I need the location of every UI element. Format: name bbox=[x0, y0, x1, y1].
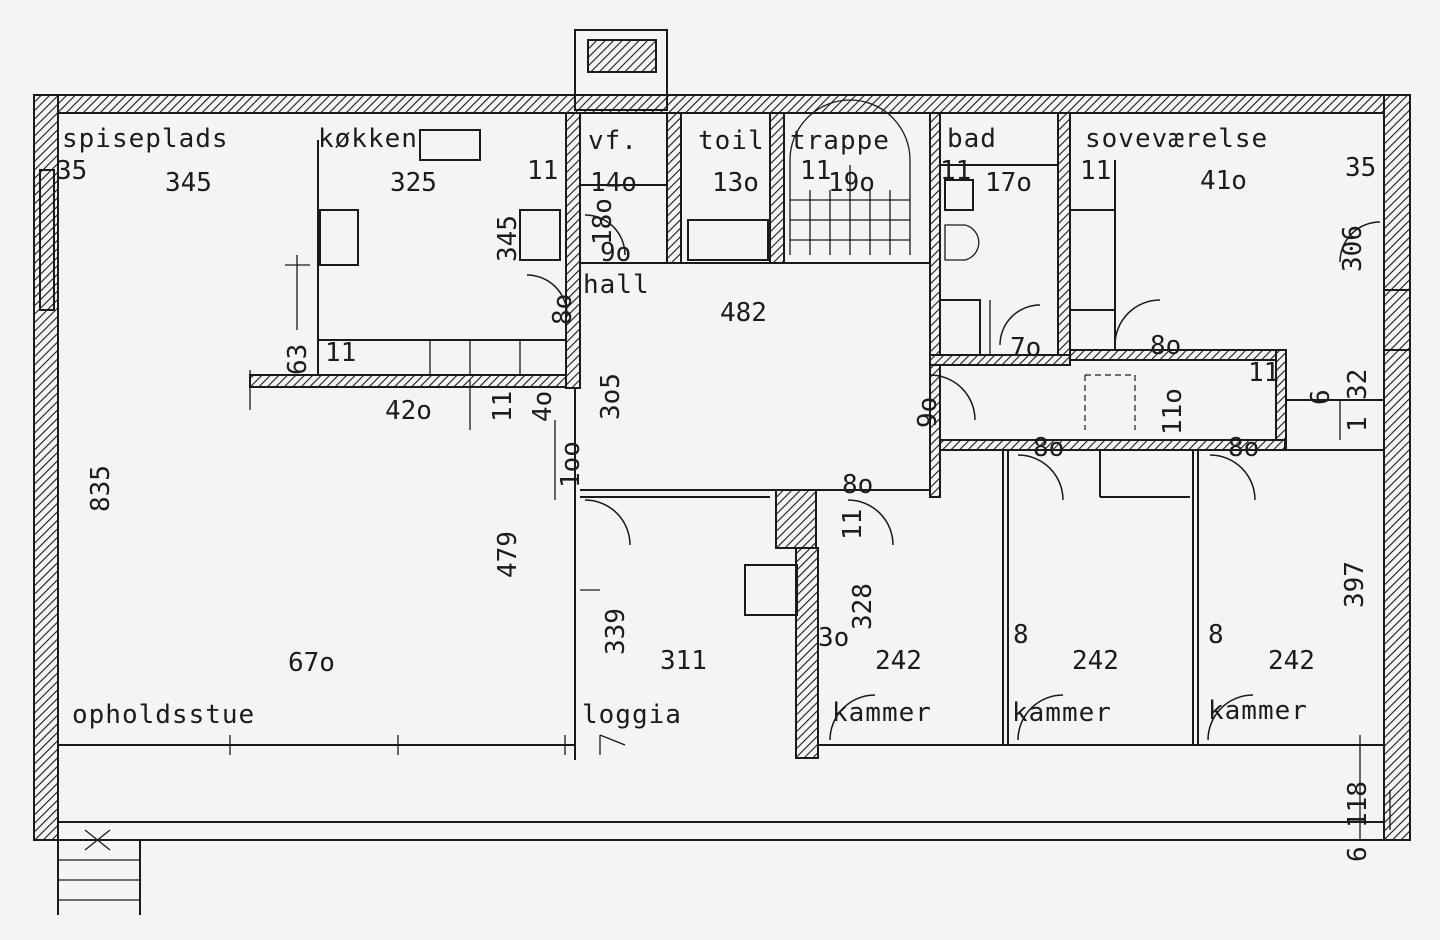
dimension-label: 6 bbox=[1343, 846, 1373, 862]
core-walls bbox=[580, 99, 941, 364]
dimension-label: 8o bbox=[1150, 331, 1182, 361]
kammer-walls bbox=[818, 450, 1384, 746]
dimension-label: 9o bbox=[913, 396, 943, 428]
dimension-label: 6 bbox=[1306, 389, 1336, 405]
front-line bbox=[58, 735, 1361, 840]
dimension-label: 118 bbox=[1343, 781, 1373, 828]
room-label-hall: hall bbox=[583, 270, 650, 300]
dimension-label: 8o bbox=[842, 470, 874, 500]
dimension-label: 63 bbox=[283, 343, 313, 375]
dimension-label: 306 bbox=[1338, 225, 1368, 272]
dimension-label: 8o bbox=[548, 293, 578, 325]
dimension-label: 14o bbox=[590, 168, 637, 198]
chimney bbox=[574, 29, 668, 111]
dimension-label: 9o bbox=[600, 238, 632, 268]
dimension-label: 4o bbox=[528, 390, 558, 422]
dimension-label: 242 bbox=[1072, 646, 1119, 676]
dimension-label: 8o bbox=[1228, 433, 1260, 463]
bedroom-walls bbox=[1069, 160, 1411, 361]
dimension-label: 41o bbox=[1200, 166, 1247, 196]
dimension-label: 1oo bbox=[556, 441, 586, 488]
dimension-label: 311 bbox=[660, 646, 707, 676]
dimension-label: 35 bbox=[1345, 153, 1377, 183]
dimension-label: 397 bbox=[1340, 561, 1370, 608]
dimension-label: 7o bbox=[1010, 333, 1042, 363]
dimension-label: 35 bbox=[56, 156, 88, 186]
dimension-label: 325 bbox=[390, 168, 437, 198]
room-label-toil: toil bbox=[698, 126, 765, 156]
entry-steps bbox=[57, 829, 141, 915]
dimension-label: 328 bbox=[848, 583, 878, 630]
dimension-label: 32 bbox=[1343, 368, 1373, 400]
dimension-label: 42o bbox=[385, 396, 432, 426]
dimension-label: 345 bbox=[493, 215, 523, 262]
dimension-label: 11 bbox=[325, 338, 357, 368]
dimension-label: 11 bbox=[800, 156, 832, 186]
corridor-walls bbox=[929, 349, 1384, 498]
dimension-label: 11o bbox=[1158, 388, 1188, 435]
dimension-label: 345 bbox=[165, 168, 212, 198]
dimension-label: 835 bbox=[86, 465, 116, 512]
dimension-label: 3o bbox=[818, 623, 850, 653]
dimension-label: 11 bbox=[1080, 156, 1112, 186]
room-label-kammer-3: kammer bbox=[1208, 696, 1308, 726]
hall-walls bbox=[574, 388, 930, 760]
room-label-kokken: køkken bbox=[318, 124, 418, 154]
dimension-label: 17o bbox=[985, 168, 1032, 198]
dimension-label: 1 bbox=[1343, 416, 1373, 432]
room-label-sovevaerelse: soveværelse bbox=[1085, 124, 1269, 154]
room-label-spiseplads: spiseplads bbox=[62, 124, 229, 154]
dimension-label: 242 bbox=[875, 646, 922, 676]
dimension-label: 242 bbox=[1268, 646, 1315, 676]
room-label-trappe: trappe bbox=[790, 126, 890, 156]
dimension-label: 339 bbox=[601, 608, 631, 655]
room-label-bad: bad bbox=[947, 124, 997, 154]
outer-walls bbox=[33, 94, 1411, 841]
dimension-label: 482 bbox=[720, 298, 767, 328]
dimension-label: 19o bbox=[828, 168, 875, 198]
dimension-label: 8 bbox=[1208, 620, 1224, 650]
dimension-label: 13o bbox=[712, 168, 759, 198]
room-label-opholdsstue: opholdsstue bbox=[72, 700, 256, 730]
kitchen-walls bbox=[249, 112, 581, 389]
dimension-label: 11 bbox=[838, 508, 868, 540]
dimension-label: 18o bbox=[588, 198, 618, 245]
dimension-label: 8o bbox=[1033, 433, 1065, 463]
room-label-kammer-2: kammer bbox=[1012, 698, 1112, 728]
room-label-kammer-1: kammer bbox=[832, 698, 932, 728]
dimension-label: 3o5 bbox=[596, 373, 626, 420]
dimension-ticks bbox=[249, 255, 1341, 746]
dimension-label: 8 bbox=[1013, 620, 1029, 650]
dimension-label: 11 bbox=[488, 390, 518, 422]
dimension-label: 67o bbox=[288, 648, 335, 678]
door-swings bbox=[526, 214, 1391, 830]
dimension-label: 11 bbox=[940, 156, 972, 186]
dimension-label: 479 bbox=[493, 531, 523, 578]
room-label-vf: vf. bbox=[588, 126, 638, 156]
dimension-label: 11 bbox=[1248, 358, 1280, 388]
dimension-label: 11 bbox=[527, 156, 559, 186]
room-label-loggia: loggia bbox=[582, 700, 682, 730]
